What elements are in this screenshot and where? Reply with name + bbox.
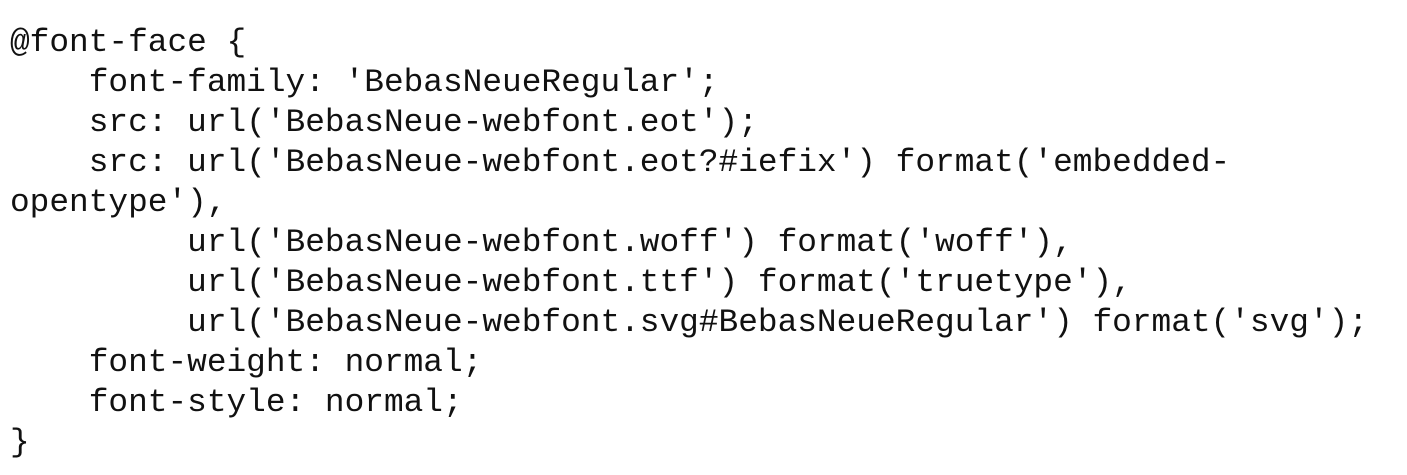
code-line: src: url('BebasNeue-webfont.eot'); xyxy=(10,104,758,141)
code-line: src: url('BebasNeue-webfont.eot?#iefix')… xyxy=(10,144,1231,181)
code-line: url('BebasNeue-webfont.woff') format('wo… xyxy=(10,224,1073,261)
code-block: @font-face { font-family: 'BebasNeueRegu… xyxy=(10,23,1368,463)
code-line: url('BebasNeue-webfont.ttf') format('tru… xyxy=(10,264,1132,301)
code-line: @font-face { xyxy=(10,24,247,61)
code-line: font-weight: normal; xyxy=(10,344,483,381)
code-line: font-family: 'BebasNeueRegular'; xyxy=(10,64,719,101)
code-line: opentype'), xyxy=(10,184,227,221)
code-line: font-style: normal; xyxy=(10,384,463,421)
code-line: url('BebasNeue-webfont.svg#BebasNeueRegu… xyxy=(10,304,1369,341)
code-line: } xyxy=(10,424,30,461)
